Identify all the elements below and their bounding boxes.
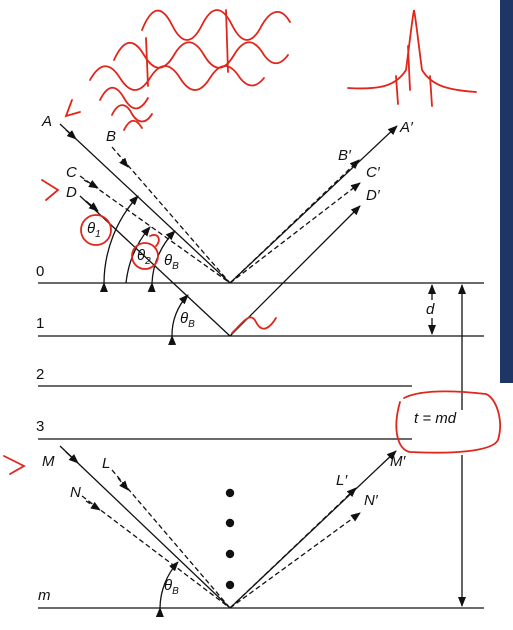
- label-a-out: A′: [399, 119, 414, 136]
- arc-theta2: [125, 226, 151, 284]
- ray-b-incident: [111, 146, 231, 284]
- thetaB-label-bottom: θB: [164, 577, 179, 597]
- label-a: A: [41, 113, 52, 130]
- a-marker: [64, 99, 81, 118]
- d-label: d: [426, 301, 435, 318]
- ellipsis-dots: [225, 488, 235, 590]
- ray-n-incident: [81, 495, 231, 609]
- theta1-label: θ1: [87, 220, 101, 240]
- wave-tick-1: [145, 37, 149, 87]
- plane-label-m: m: [38, 587, 51, 604]
- angle-arcs: [99, 195, 189, 618]
- wave-4: [99, 86, 149, 110]
- ray-l-reflected: [229, 487, 357, 609]
- label-n-out: N′: [364, 492, 379, 509]
- wave-tick-2: [225, 9, 229, 73]
- label-c: C: [66, 164, 77, 181]
- theta2-label: θ2: [137, 247, 151, 267]
- dot: [225, 488, 235, 498]
- peak-curve: [347, 9, 477, 93]
- wave-1: [141, 9, 291, 41]
- spacing-markers: [428, 284, 466, 607]
- thetaB-label-top: θB: [164, 252, 179, 272]
- ray-c-arrow: [83, 179, 99, 189]
- ray-a-arrow: [65, 129, 77, 140]
- peak-tick-2: [429, 75, 433, 107]
- theta2-circle: [131, 242, 159, 270]
- wave-6: [123, 119, 143, 131]
- ray-b-arrow: [119, 157, 129, 168]
- plane-label-1: 1: [36, 315, 44, 332]
- t-box: [395, 390, 501, 454]
- squiggle: [231, 316, 277, 334]
- dot: [225, 549, 235, 559]
- ray-l-incident: [111, 469, 231, 609]
- ray-c-incident: [79, 175, 231, 284]
- label-b-out: B′: [338, 147, 352, 164]
- arc-thetaB-mid: [168, 294, 189, 346]
- plane-label-2: 2: [36, 366, 44, 383]
- label-d-out: D′: [366, 187, 381, 204]
- ray-b-reflected: [229, 159, 360, 284]
- wave-5: [111, 104, 153, 123]
- dot: [225, 580, 235, 590]
- label-m-out: M′: [390, 453, 406, 470]
- d-marker: [41, 179, 60, 201]
- peak-line-1: [407, 45, 411, 91]
- wave-3: [89, 65, 265, 91]
- label-l: L: [102, 455, 110, 472]
- label-n: N: [70, 484, 81, 501]
- wave-2: [113, 41, 289, 69]
- peak-tick-1: [395, 75, 399, 105]
- bottom-rays: [59, 445, 397, 609]
- ray-n-reflected: [229, 512, 361, 609]
- crystal-planes: [38, 282, 484, 609]
- red-annotations: [3, 9, 501, 475]
- arc-theta1: [99, 195, 139, 293]
- ray-d-arrow: [85, 200, 99, 212]
- label-l-out: L′: [336, 472, 348, 489]
- sidebar-strip: [500, 0, 513, 383]
- plane-label-3: 3: [36, 418, 44, 435]
- ray-a-reflected: [229, 125, 398, 284]
- theta1-circle: [80, 214, 112, 246]
- ray-m-incident: [59, 445, 231, 609]
- label-b: B: [106, 128, 116, 145]
- ray-a-incident: [59, 123, 231, 284]
- bracket-mid: [149, 234, 160, 247]
- dot: [225, 518, 235, 528]
- ray-n-arrow: [85, 500, 101, 511]
- ray-c-reflected: [229, 182, 361, 284]
- thetaB-label-mid: θB: [180, 310, 195, 330]
- t-label: t = md: [414, 410, 457, 427]
- arc-thetaB-bottom: [155, 561, 179, 618]
- ray-l-arrow: [117, 477, 129, 491]
- m-marker: [3, 455, 26, 475]
- plane-label-0: 0: [36, 263, 44, 280]
- label-c-out: C′: [366, 164, 381, 181]
- label-d: D: [66, 184, 77, 201]
- ray-d-reflected: [229, 205, 361, 337]
- label-m: M: [42, 453, 55, 470]
- ray-m-arrow: [65, 451, 79, 464]
